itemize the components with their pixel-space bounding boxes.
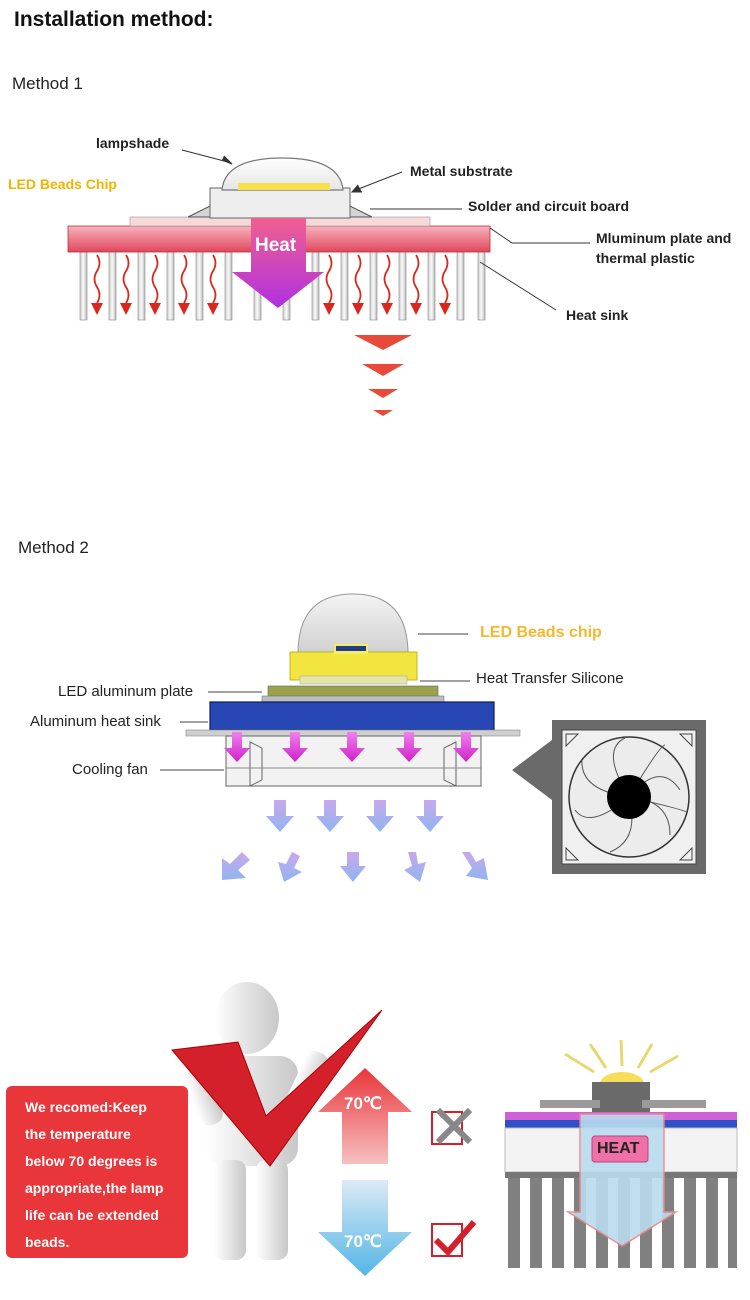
temperature-note: We recomed:Keep the temperature below 70… bbox=[6, 1086, 188, 1258]
method1-diagram bbox=[67, 149, 590, 416]
recommendation-illustration bbox=[171, 982, 738, 1276]
heat-arrows bbox=[224, 732, 479, 762]
label-heat-transfer-silicone: Heat Transfer Silicone bbox=[476, 670, 624, 687]
note-line: below 70 degrees is bbox=[25, 1153, 158, 1169]
label-aluminum-line1: Mluminum plate and bbox=[596, 230, 732, 246]
led-heat-cross-section bbox=[504, 1039, 738, 1268]
note-line: the temperature bbox=[25, 1126, 131, 1142]
method2-diagram bbox=[160, 593, 706, 882]
label-heat: Heat bbox=[255, 235, 297, 256]
fan-hub bbox=[607, 775, 651, 819]
note-line: life can be extended bbox=[25, 1207, 159, 1223]
led-chip-body bbox=[289, 651, 418, 681]
note-line: We recomed:Keep bbox=[25, 1099, 147, 1115]
method1-heading: Method 1 bbox=[12, 74, 83, 93]
aluminum-heat-sink bbox=[209, 701, 495, 731]
led-dome bbox=[297, 593, 409, 655]
cool-arrow bbox=[318, 1180, 412, 1276]
aluminum-plate bbox=[261, 695, 445, 703]
label-metal-substrate: Metal substrate bbox=[410, 163, 513, 179]
cross-icon bbox=[435, 1107, 473, 1145]
heat-label: HEAT bbox=[597, 1140, 640, 1157]
label-cooling-fan: Cooling fan bbox=[72, 761, 148, 778]
note-line: beads. bbox=[25, 1234, 70, 1250]
heat-dissipation-chevrons bbox=[354, 335, 412, 416]
label-led-beads-chip-2: LED Beads chip bbox=[480, 624, 602, 641]
check-icon bbox=[433, 1220, 477, 1257]
label-aluminum-line2: thermal plastic bbox=[596, 250, 695, 266]
heat-arrow bbox=[232, 218, 324, 308]
label-led-beads-chip: LED Beads Chip bbox=[8, 176, 117, 192]
temp-high-label: 70℃ bbox=[344, 1094, 383, 1113]
temp-low-label: 70℃ bbox=[344, 1232, 383, 1251]
note-line: appropriate,the lamp bbox=[25, 1180, 164, 1196]
airflow-arrows bbox=[222, 800, 488, 882]
label-led-aluminum-plate: LED aluminum plate bbox=[58, 683, 194, 700]
label-lampshade: lampshade bbox=[96, 135, 170, 151]
method2-heading: Method 2 bbox=[18, 538, 89, 557]
checkmark-icon bbox=[171, 1009, 383, 1167]
heat-flow-arrows bbox=[91, 254, 451, 315]
hot-arrow bbox=[318, 1068, 412, 1164]
fan-callout-pointer bbox=[512, 740, 552, 800]
label-aluminum-heat-sink: Aluminum heat sink bbox=[30, 713, 161, 730]
lampshade-dome bbox=[221, 157, 344, 191]
silicone-layer bbox=[267, 685, 439, 697]
page-title: Installation method: bbox=[14, 8, 214, 31]
label-solder: Solder and circuit board bbox=[468, 198, 630, 214]
label-heat-sink: Heat sink bbox=[566, 307, 629, 323]
led-chip bbox=[238, 183, 330, 190]
